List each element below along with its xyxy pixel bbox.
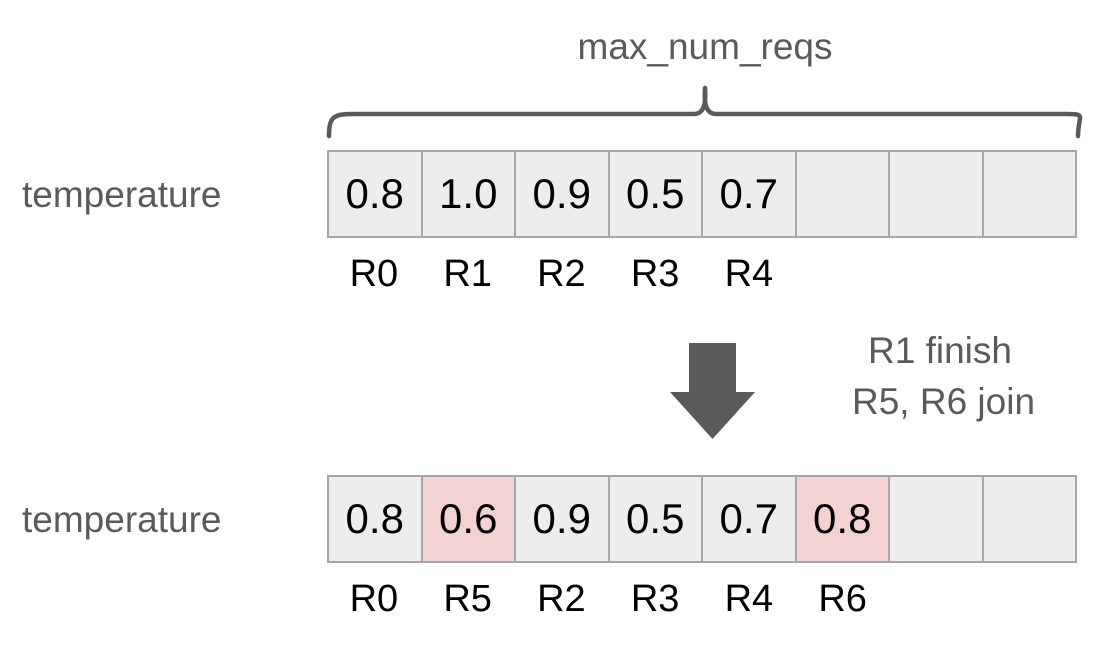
table-cell-empty[interactable] — [796, 152, 890, 236]
table-cell-empty[interactable] — [890, 477, 984, 561]
temperature-grid-before: 0.8 1.0 0.9 0.5 0.7 — [327, 150, 1077, 238]
table-cell[interactable]: 0.9 — [516, 477, 610, 561]
request-id-label: R0 — [349, 253, 399, 295]
table-cell[interactable]: 0.7 — [703, 152, 797, 236]
table-cell-highlighted[interactable]: 0.8 — [796, 477, 890, 561]
row-label-temperature-before: temperature — [22, 174, 222, 215]
request-id-label: R1 — [443, 253, 492, 295]
request-id-label: R4 — [724, 578, 774, 620]
request-id-label: R5 — [443, 578, 492, 620]
request-id-label: R2 — [537, 578, 586, 620]
table-cell-empty[interactable] — [890, 152, 984, 236]
down-arrow-icon — [670, 343, 755, 439]
table-cell[interactable]: 1.0 — [422, 152, 516, 236]
table-cell[interactable]: 0.7 — [703, 477, 797, 561]
request-id-label-empty — [890, 255, 984, 293]
transition-note-line-2: R5, R6 join — [852, 381, 1036, 422]
request-id-label: R3 — [630, 253, 680, 295]
request-id-label: R6 — [818, 578, 867, 620]
request-id-label: R2 — [537, 253, 586, 295]
transition-note-line-1: R1 finish — [868, 330, 1012, 371]
table-cell[interactable]: 0.9 — [516, 152, 610, 236]
request-id-row-before: R0 R1 R2 R3 R4 — [327, 255, 1077, 293]
request-id-label-empty — [983, 580, 1077, 618]
max-num-reqs-brace — [326, 85, 1083, 139]
request-id-label: R0 — [349, 578, 399, 620]
row-label-temperature-after: temperature — [22, 499, 222, 540]
table-cell-highlighted[interactable]: 0.6 — [422, 477, 516, 561]
table-cell-empty[interactable] — [983, 152, 1075, 236]
table-cell[interactable]: 0.8 — [329, 477, 423, 561]
brace-title: max_num_reqs — [577, 26, 833, 67]
table-cell[interactable]: 0.8 — [329, 152, 423, 236]
request-id-label-empty — [890, 580, 984, 618]
request-id-label-empty — [796, 255, 890, 293]
temperature-grid-after: 0.8 0.6 0.9 0.5 0.7 0.8 — [327, 475, 1077, 563]
request-id-label-empty — [983, 255, 1077, 293]
table-cell-empty[interactable] — [983, 477, 1075, 561]
request-id-label: R4 — [724, 253, 774, 295]
request-id-row-after: R0 R5 R2 R3 R4 R6 — [327, 580, 1077, 618]
request-id-label: R3 — [630, 578, 680, 620]
table-cell[interactable]: 0.5 — [609, 152, 703, 236]
table-cell[interactable]: 0.5 — [609, 477, 703, 561]
